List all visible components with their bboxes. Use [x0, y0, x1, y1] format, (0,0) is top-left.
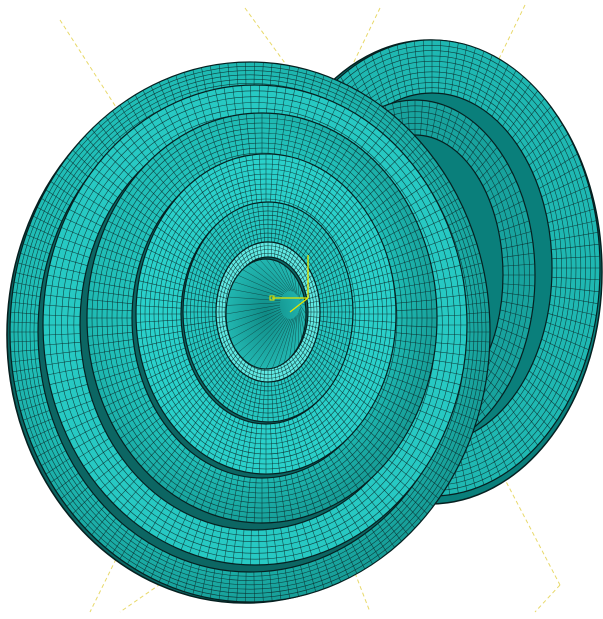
datum-line — [349, 7, 381, 71]
mesh-radial-lines — [87, 113, 437, 523]
mesh-radial-lines — [216, 242, 320, 382]
hub-bore — [215, 241, 321, 383]
datum-line — [499, 469, 561, 586]
bore-mesh-lines — [225, 258, 307, 370]
triad-origin-marker — [269, 295, 275, 301]
mesh-radial-lines — [136, 154, 396, 474]
mesh-radial-lines — [10, 61, 490, 603]
triad-z-axis — [289, 297, 309, 313]
mesh-radial-lines — [43, 85, 467, 565]
coordinate-triad-icon — [269, 255, 309, 313]
mesh-radial-lines — [183, 202, 353, 422]
datum-line — [534, 584, 561, 613]
datum-line — [244, 7, 291, 71]
